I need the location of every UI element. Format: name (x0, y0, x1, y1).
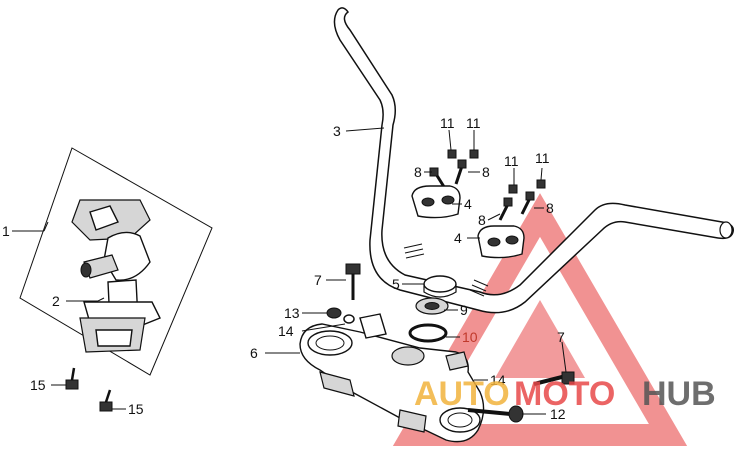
callout-2: 2 (52, 293, 60, 309)
callout-8-d: 8 (546, 200, 554, 216)
watermark-moto: MOTO (514, 375, 615, 413)
handlebar-part (333, 7, 735, 314)
callout-15-a: 15 (30, 377, 46, 393)
bolt-7-left (345, 263, 361, 300)
callout-14-b: 14 (490, 372, 506, 388)
callout-9: 9 (460, 302, 468, 318)
callout-11-b: 11 (466, 115, 481, 131)
watermark-text: AUTO MOTO HUB (414, 375, 716, 413)
callout-8-a: 8 (414, 164, 422, 180)
callout-1: 1 (2, 223, 10, 239)
callout-10: 10 (462, 329, 478, 345)
callout-4-b: 4 (454, 230, 462, 246)
callout-13: 13 (284, 305, 300, 321)
watermark-logo (392, 193, 688, 446)
callout-7-a: 7 (314, 272, 322, 288)
callout-6: 6 (250, 345, 258, 361)
callout-4-a: 4 (464, 196, 472, 212)
callout-14-a: 14 (278, 323, 294, 339)
leader-lines (12, 127, 567, 415)
upper-holders (411, 185, 525, 259)
callout-8-c: 8 (478, 212, 486, 228)
callout-11-c: 11 (504, 153, 519, 169)
callout-8-b: 8 (482, 164, 490, 180)
callout-3: 3 (333, 123, 341, 139)
callout-labels: 1 2 3 11 11 8 8 4 11 11 8 8 4 7 5 13 9 1… (2, 115, 566, 422)
bolt-12 (467, 405, 524, 423)
switch-housing-group (19, 147, 213, 376)
bolts-15 (65, 367, 113, 412)
callout-5: 5 (392, 276, 400, 292)
callout-12: 12 (550, 406, 566, 422)
callout-11-a: 11 (440, 115, 455, 131)
callout-15-b: 15 (128, 401, 144, 417)
watermark-hub: HUB (642, 375, 716, 413)
callout-11-d: 11 (535, 150, 550, 166)
watermark-auto: AUTO (414, 375, 510, 413)
stem-parts (408, 275, 457, 343)
top-bridge-part (299, 313, 485, 443)
callout-7-b: 7 (557, 329, 565, 345)
bolt-7-right (533, 371, 575, 386)
